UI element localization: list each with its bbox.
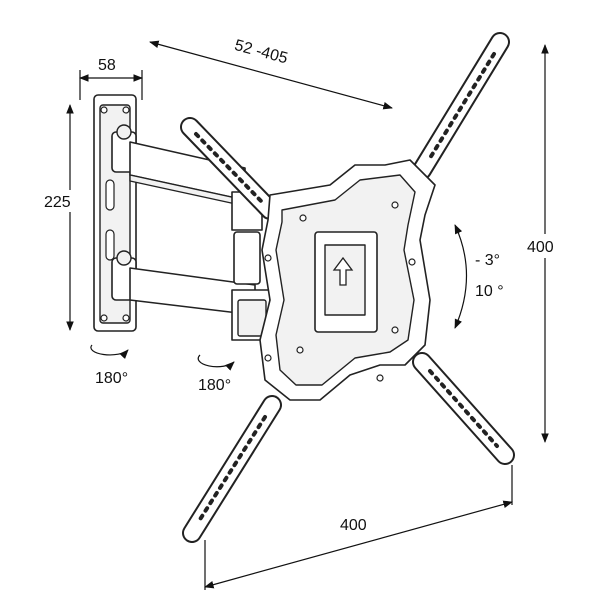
vesa-bar-top-left: [180, 117, 280, 220]
tilt-arc-icon: [454, 224, 468, 329]
swivel-arm-label: 180°: [198, 377, 231, 394]
dimension-arm-extension: 52 -405: [149, 37, 393, 110]
articulating-arms: [111, 124, 271, 341]
rotate-arrow-icon: [197, 354, 235, 371]
dimension-label-400-horizontal: 400: [340, 517, 367, 534]
vesa-bar-bottom-left: [182, 395, 282, 543]
rotate-arrow-icon: [90, 344, 129, 359]
dimension-label-arm-extension: 52 -405: [233, 37, 290, 67]
swivel-arm-joint: 180°: [197, 354, 235, 394]
vesa-bar-bottom-right: [412, 352, 515, 465]
tv-mounting-plate: [259, 159, 436, 401]
dimension-225: 225: [42, 104, 82, 331]
dimension-400-vertical: 400: [526, 44, 566, 443]
tilt-up-label: - 3°: [475, 252, 500, 269]
dimension-400-horizontal: 400: [204, 465, 513, 590]
vesa-bar-top-right: [412, 32, 510, 180]
dimension-label-58: 58: [98, 57, 116, 74]
dimension-label-225: 225: [44, 194, 71, 211]
up-arrow-icon: [332, 256, 354, 286]
dimension-58: 58: [79, 57, 143, 100]
tilt-down-label: 10 °: [475, 283, 504, 300]
swivel-wall-joint: 180°: [90, 344, 129, 387]
dimension-label-400-vertical: 400: [527, 239, 554, 256]
swivel-wall-label: 180°: [95, 370, 128, 387]
tilt-indicator: - 3° 10 °: [454, 224, 504, 329]
